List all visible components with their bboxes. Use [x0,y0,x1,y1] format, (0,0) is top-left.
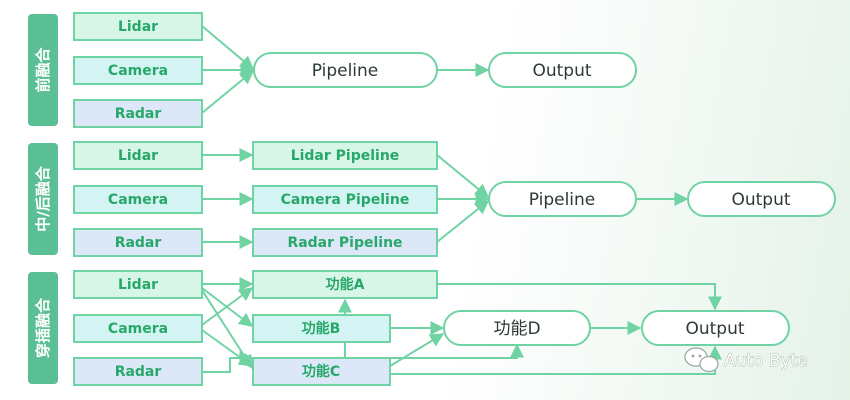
cross-function-b-label: 功能B [302,320,341,337]
mid-pipeline-node: Pipeline [488,181,637,217]
mid-radar-box: Radar [73,228,203,257]
mid-radar-label: Radar [115,235,162,251]
mid-output-label: Output [731,190,790,210]
early-output-label: Output [532,61,591,81]
cross-function-a-box: 功能A [252,270,438,299]
section-early-fusion: 前融合 [28,14,58,126]
cross-radar-label: Radar [115,364,162,380]
mid-radar-pipeline-box: Radar Pipeline [252,228,438,257]
early-camera-label: Camera [108,63,168,79]
section-early-label: 前融合 [34,47,52,93]
watermark: Auto Byte [684,347,808,373]
mid-lidar-pipeline-box: Lidar Pipeline [252,141,438,170]
cross-camera-label: Camera [108,321,168,337]
early-pipeline-label: Pipeline [312,61,379,81]
mid-radar-pipeline-label: Radar Pipeline [287,235,402,251]
early-pipeline-node: Pipeline [253,52,438,88]
mid-lidar-label: Lidar [118,148,158,164]
section-cross-fusion: 穿插融合 [28,272,58,384]
cross-lidar-label: Lidar [118,277,158,293]
cross-output-node: Output [641,310,790,346]
cross-connectors [201,277,722,375]
section-cross-label: 穿插融合 [34,297,52,358]
cross-lidar-box: Lidar [73,270,203,299]
early-connectors [201,25,490,114]
mid-lidar-box: Lidar [73,141,203,170]
cross-output-label: Output [685,319,744,339]
mid-lidar-pipeline-label: Lidar Pipeline [291,148,400,164]
cross-function-d-label: 功能D [493,319,540,339]
cross-function-c-box: 功能C [252,357,391,386]
watermark-label: Auto Byte [724,351,808,371]
cross-radar-box: Radar [73,357,203,386]
early-radar-label: Radar [115,106,162,122]
early-output-node: Output [488,52,637,88]
mid-connectors [202,148,689,249]
cross-function-a-label: 功能A [326,276,365,293]
mid-camera-pipeline-label: Camera Pipeline [281,192,410,208]
early-radar-box: Radar [73,99,203,128]
cross-function-b-box: 功能B [252,314,391,343]
mid-pipeline-label: Pipeline [529,190,596,210]
early-lidar-label: Lidar [118,19,158,35]
mid-camera-label: Camera [108,192,168,208]
mid-camera-box: Camera [73,185,203,214]
cross-function-c-label: 功能C [302,363,340,380]
early-camera-box: Camera [73,56,203,85]
early-lidar-box: Lidar [73,12,203,41]
mid-camera-pipeline-box: Camera Pipeline [252,185,438,214]
cross-function-d-node: 功能D [443,310,591,346]
mid-output-node: Output [687,181,836,217]
cross-camera-box: Camera [73,314,203,343]
chat-bubble-icon [684,347,719,373]
section-mid-late-fusion: 中/后融合 [28,143,58,255]
section-mid-late-label: 中/后融合 [34,165,52,231]
